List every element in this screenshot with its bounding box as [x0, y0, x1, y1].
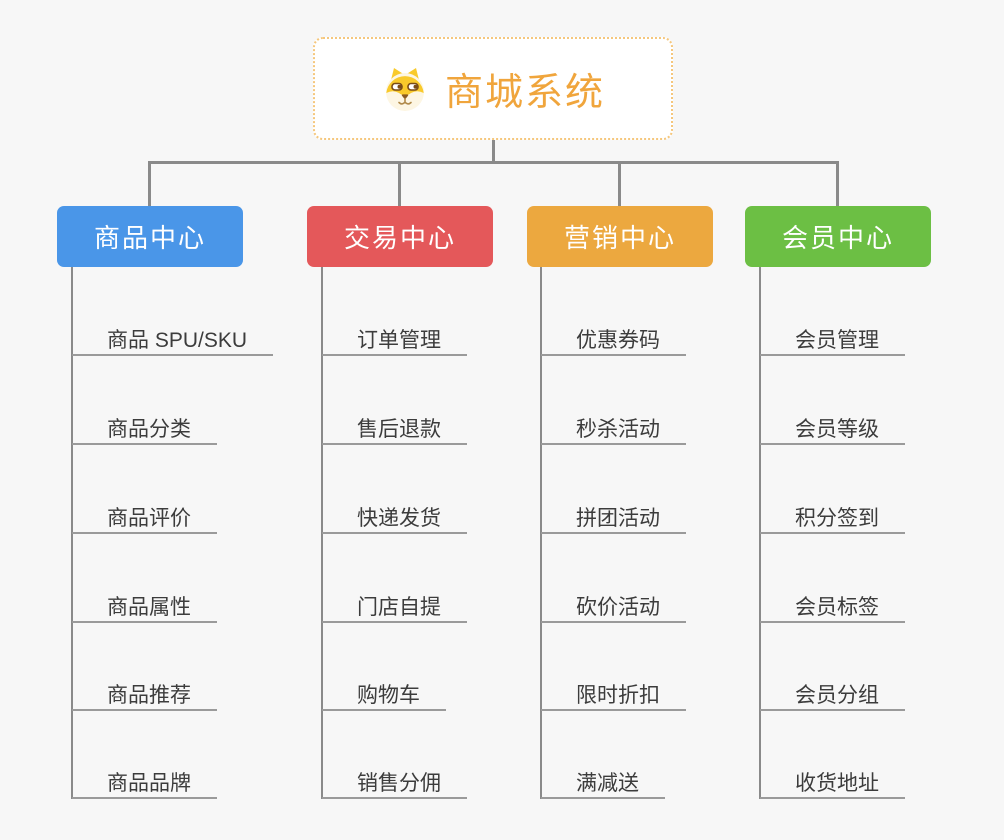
branch-node-marketing-center[interactable]: 营销中心	[527, 206, 713, 267]
leaf-node-member-level[interactable]: 会员等级	[760, 409, 905, 445]
branch-label: 交易中心	[343, 223, 456, 253]
leaf-node-product-review[interactable]: 商品评价	[72, 498, 217, 534]
leaf-node-member-tags[interactable]: 会员标签	[760, 587, 905, 623]
root-node[interactable]: 商城系统	[313, 37, 673, 140]
root-title: 商城系统	[444, 72, 605, 114]
branch-node-product-center[interactable]: 商品中心	[57, 206, 243, 267]
leaf-node-member-groups[interactable]: 会员分组	[760, 675, 905, 711]
leaf-node-store-pickup[interactable]: 门店自提	[322, 587, 467, 623]
branch-label: 商品中心	[93, 223, 206, 253]
leaf-node-product-attribute[interactable]: 商品属性	[72, 587, 217, 623]
leaf-node-product-category[interactable]: 商品分类	[72, 409, 217, 445]
leaf-node-group-buy[interactable]: 拼团活动	[541, 498, 686, 534]
branch-label: 营销中心	[563, 223, 676, 253]
branch-node-member-center[interactable]: 会员中心	[745, 206, 931, 267]
leaf-node-flash-sale[interactable]: 秒杀活动	[541, 409, 686, 445]
dog-face-icon	[385, 67, 424, 111]
leaf-node-bargain-activity[interactable]: 砍价活动	[541, 587, 686, 623]
leaf-node-order-management[interactable]: 订单管理	[322, 320, 467, 356]
leaf-node-aftersale-refund[interactable]: 售后退款	[322, 409, 467, 445]
leaf-node-member-management[interactable]: 会员管理	[760, 320, 905, 356]
branch-label: 会员中心	[781, 223, 894, 253]
leaf-node-product-recommend[interactable]: 商品推荐	[72, 675, 217, 711]
leaf-node-spend-and-save[interactable]: 满减送	[541, 763, 665, 799]
branch-node-trade-center[interactable]: 交易中心	[307, 206, 493, 267]
leaf-node-product-brand[interactable]: 商品品牌	[72, 763, 217, 799]
connector-drop-member-center	[836, 162, 839, 207]
leaf-node-express-delivery[interactable]: 快递发货	[322, 498, 467, 534]
connector-drop-product-center	[148, 162, 151, 207]
leaf-node-product-spu-sku[interactable]: 商品 SPU/SKU	[72, 320, 274, 356]
connector-drop-trade-center	[398, 162, 401, 207]
root-connector-line	[492, 139, 495, 163]
connector-drop-marketing-center	[618, 162, 621, 207]
leaf-node-shipping-address[interactable]: 收货地址	[760, 763, 905, 799]
leaf-node-limited-time-discount[interactable]: 限时折扣	[541, 675, 686, 711]
leaf-node-sales-commission[interactable]: 销售分佣	[322, 763, 467, 799]
leaf-node-shopping-cart[interactable]: 购物车	[322, 675, 446, 711]
branch-connector-rail	[148, 161, 839, 164]
leaf-node-coupon-code[interactable]: 优惠券码	[541, 320, 686, 356]
leaf-node-points-checkin[interactable]: 积分签到	[760, 498, 905, 534]
